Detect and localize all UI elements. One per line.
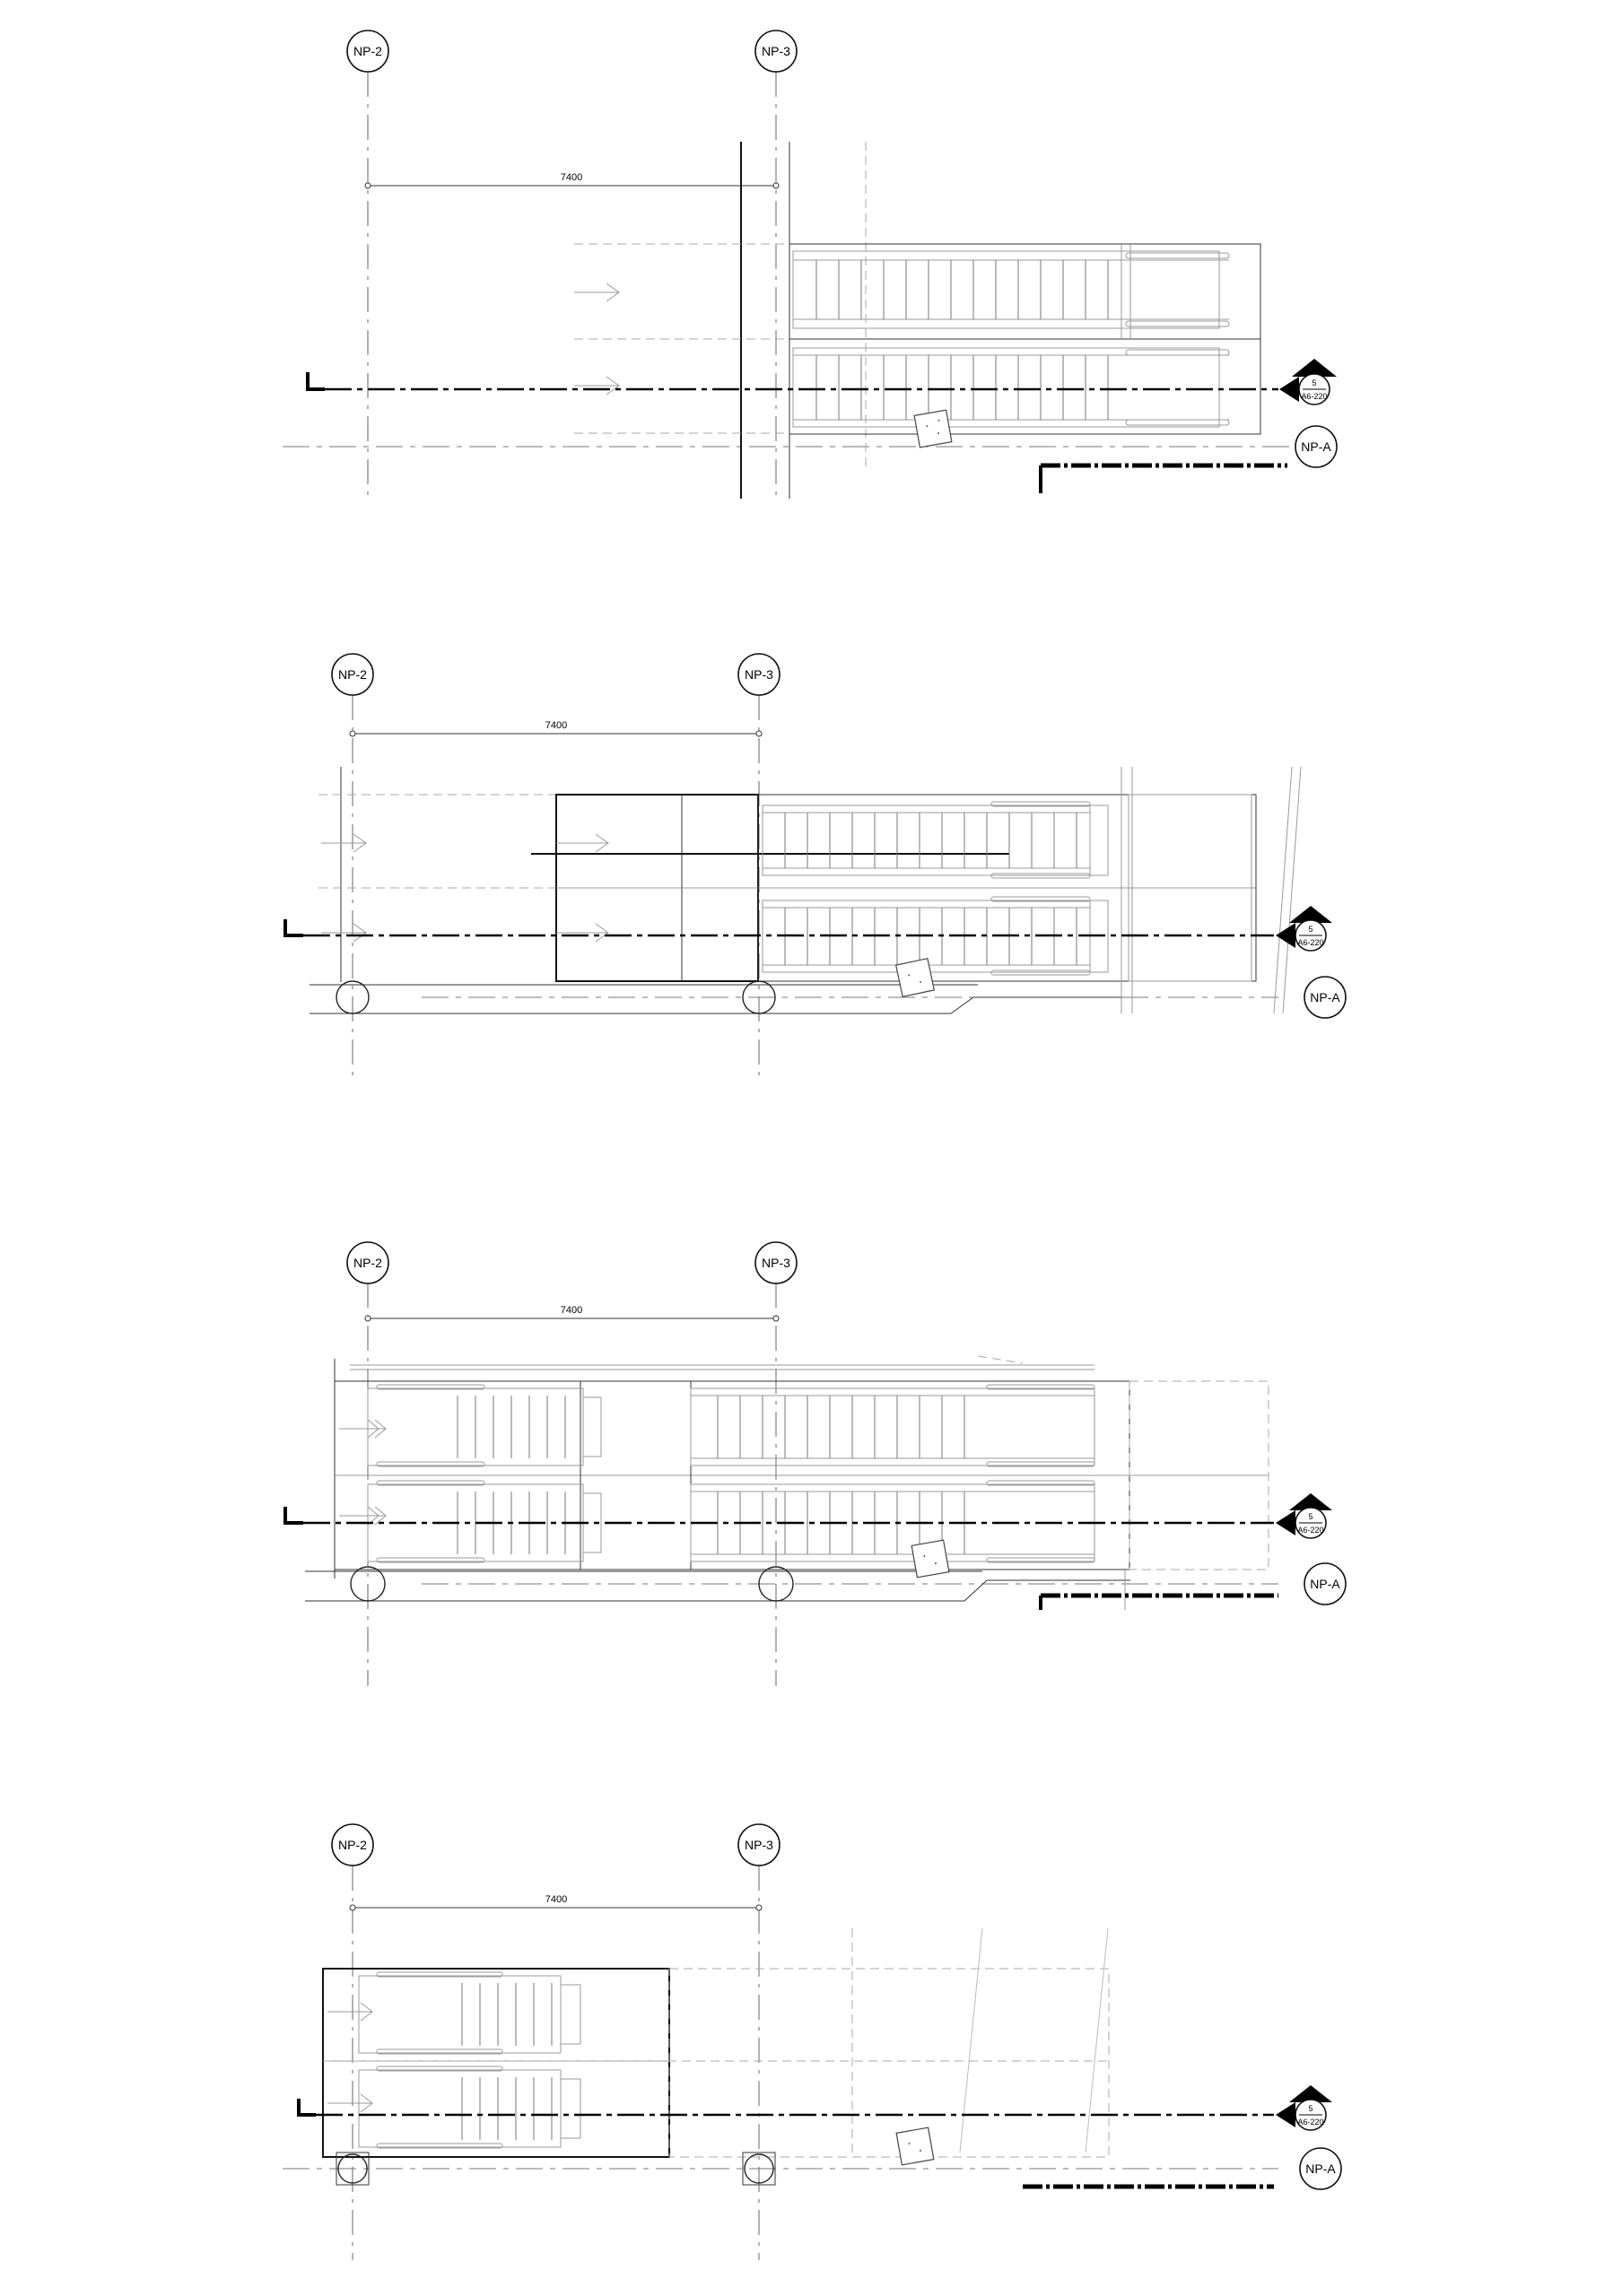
section-cut-end [283,1507,303,1525]
section-sheet: A6-220 [1297,2118,1323,2126]
column-marker [913,409,953,448]
escalator-2 [358,2066,581,2149]
plan-3: NP-2 NP-3 NP-A 7400 [283,1241,1347,1686]
section-marker: 5 A6-220 [1276,2085,1332,2131]
direction-arrow [556,923,609,943]
escalator-4 [690,1480,1095,1563]
direction-arrow [327,2002,373,2022]
section-sheet: A6-220 [1297,938,1323,947]
section-marker: 5 A6-220 [1279,359,1337,405]
section-marker: 5 A6-220 [1276,1493,1332,1539]
structure-line [1085,1927,1109,2153]
column [350,1566,386,1602]
grid-label: NP-2 [353,1256,382,1270]
direction-arrow [574,376,620,396]
grid-bubble-npa: NP-A [1304,976,1347,1019]
section-number: 5 [1308,1512,1312,1521]
hidden-zone [668,1968,1110,2158]
dimension-line: 7400 [349,720,763,737]
column-marker [895,2126,935,2166]
grid-label: NP-2 [338,667,367,682]
grid-bubble-np3: NP-3 [737,1823,780,1866]
grid-label: NP-A [1305,2161,1336,2176]
direction-arrow [321,923,367,943]
grid-label: NP-A [1310,1577,1340,1591]
direction-arrow [574,283,620,302]
grid-label: NP-3 [745,1838,773,1852]
escalator-pit [322,1968,670,2158]
grid-bubble-np3: NP-3 [754,30,798,73]
plan-1: NP-2 NP-3 NP-A 7400 [283,30,1338,502]
hidden-line [977,1355,1024,1364]
section-sheet: A6-220 [1301,392,1327,401]
plan-4: NP-2 NP-3 NP-A 7400 [283,1823,1342,2260]
escalator-1 [792,244,1230,339]
column [742,2152,776,2186]
section-cut-end [297,2099,316,2117]
column-marker [911,1539,950,1578]
direction-arrow [321,833,367,853]
escalator-1 [358,1971,581,2055]
grid-bubble-np2: NP-2 [346,30,389,73]
grid-bubble-np2: NP-2 [331,653,374,696]
grid-label: NP-2 [353,44,382,58]
grid-label: NP-3 [745,667,773,682]
dimension-line: 7400 [364,172,780,189]
structure-line [959,1927,983,2153]
section-number: 5 [1308,925,1312,934]
column [336,2152,370,2186]
dimension-text: 7400 [561,172,582,183]
landing-zone [1128,794,1252,982]
column [758,1566,794,1602]
structure-line [1273,766,1293,1014]
dimension-line: 7400 [364,1305,780,1322]
section-sheet: A6-220 [1297,1526,1323,1535]
escalator-1 [367,1384,602,1467]
grid-bubble-npa: NP-A [1304,1562,1347,1605]
dimension-text: 7400 [545,720,567,731]
section-number: 5 [1312,378,1316,387]
section-marker: 5 A6-220 [1276,906,1332,952]
dimension-line: 7400 [349,1894,763,1911]
grid-bubble-np2: NP-2 [346,1241,389,1284]
section-cut-end [283,919,303,937]
structure-line [1282,766,1302,1014]
direction-arrow [339,1419,387,1439]
dimension-text: 7400 [561,1305,582,1316]
direction-arrow [556,833,609,853]
grid-bubble-npa: NP-A [1299,2147,1342,2190]
direction-arrow [327,2093,373,2113]
escalator-pit [757,794,1257,982]
direction-arrow [339,1506,387,1526]
floor-edge [305,1579,1130,1602]
grid-label: NP-2 [338,1838,367,1852]
grid-bubble-np3: NP-3 [754,1241,798,1284]
section-cut-end [306,372,325,391]
floor-edge [310,996,1121,1014]
escalator-3 [690,1384,1095,1467]
grid-bubble-np3: NP-3 [737,653,780,696]
grid-label: NP-3 [762,1256,790,1270]
grid-label: NP-A [1301,439,1331,454]
column [336,980,370,1014]
escalator-2 [367,1480,602,1563]
plan-2: NP-2 NP-3 NP-A 7400 [283,653,1347,1076]
grid-bubble-npa: NP-A [1295,425,1338,468]
column-marker [894,957,936,998]
escalator-2 [792,347,1230,428]
column [742,980,776,1014]
section-number: 5 [1308,2104,1312,2113]
grid-bubble-np2: NP-2 [331,1823,374,1866]
escalator-1 [762,801,1109,879]
grid-label: NP-3 [762,44,790,58]
dimension-text: 7400 [545,1894,567,1905]
grid-label: NP-A [1310,990,1340,1004]
